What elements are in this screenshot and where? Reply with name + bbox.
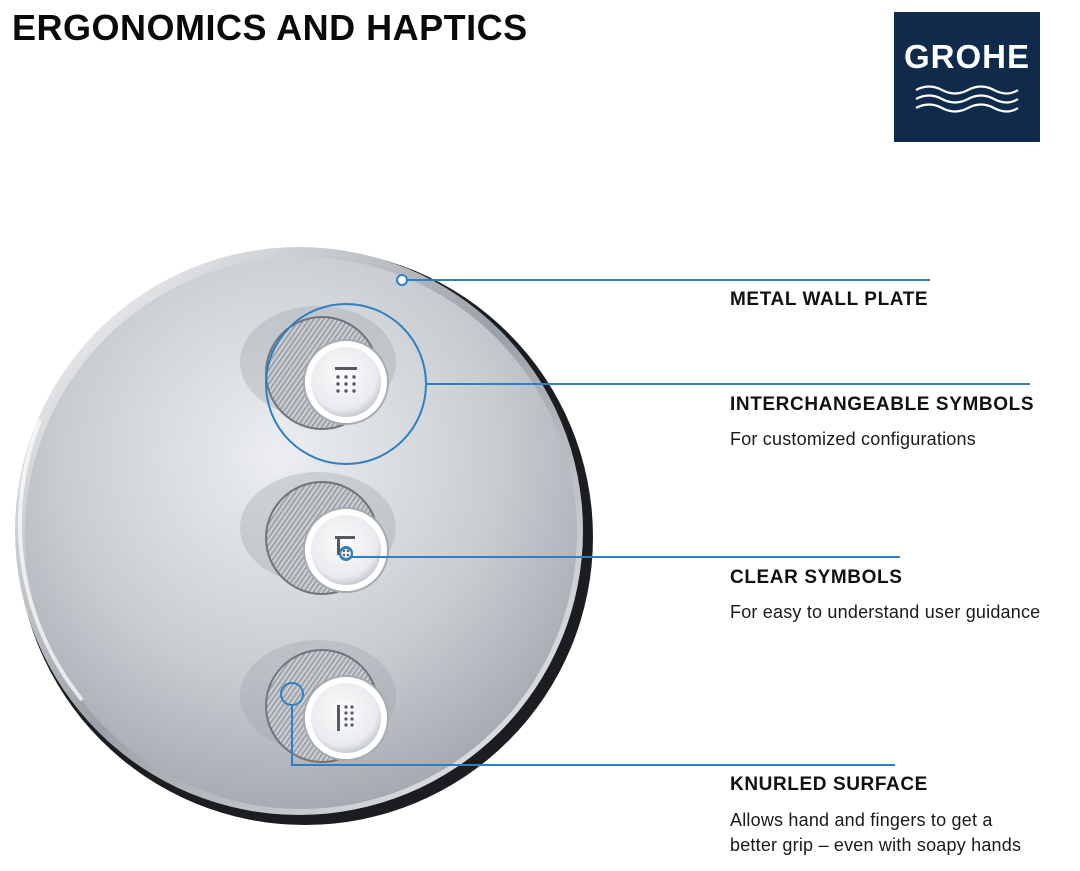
callout-marker-clear-symbols xyxy=(339,547,353,561)
callout-heading-clear-symbols: CLEAR SYMBOLS xyxy=(730,567,903,588)
callout-desc-clear-symbols: For easy to understand user guidance xyxy=(730,602,1041,622)
callout-desc-knurled-line-1: Allows hand and fingers to get a xyxy=(730,810,993,830)
water-waves-icon xyxy=(915,85,1019,113)
grohe-logo: GROHE xyxy=(894,12,1040,142)
callout-line-knurled xyxy=(291,705,895,766)
callout-heading-knurled: KNURLED SURFACE xyxy=(730,774,928,795)
logo-text: GROHE xyxy=(903,38,1030,75)
callout-marker-wall-plate xyxy=(396,274,408,286)
shower-button-3[interactable] xyxy=(240,640,396,763)
body-spray-icon xyxy=(337,705,354,731)
page-title: ERGONOMICS AND HAPTICS xyxy=(12,7,528,48)
callout-desc-knurled-line-2: better grip – even with soapy hands xyxy=(730,835,1022,855)
callout-heading-symbols: INTERCHANGEABLE SYMBOLS xyxy=(730,394,1035,415)
overhead-shower-icon xyxy=(335,367,357,393)
shower-button-1[interactable] xyxy=(240,306,396,430)
shower-button-2[interactable] xyxy=(240,472,396,595)
callout-heading-wall-plate: METAL WALL PLATE xyxy=(730,289,929,310)
callout-desc-symbols: For customized configurations xyxy=(730,429,976,449)
callout-lines xyxy=(265,274,1030,766)
